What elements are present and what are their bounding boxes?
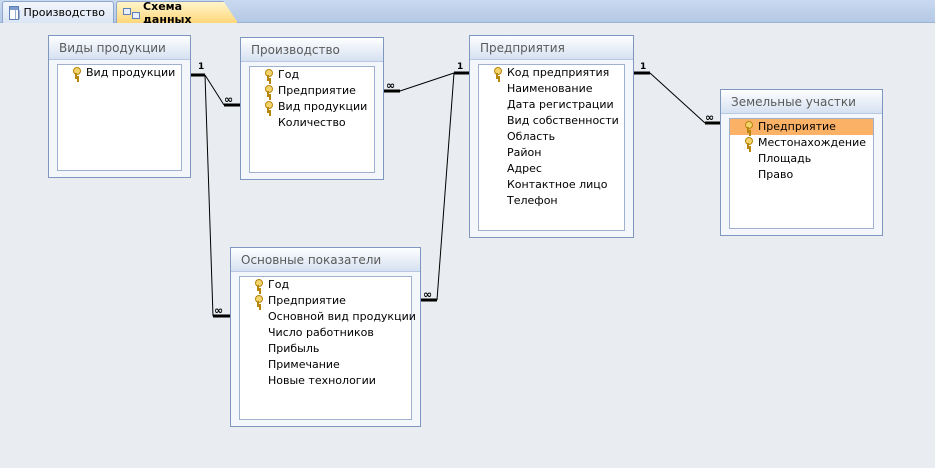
relationships-icon — [123, 6, 141, 20]
tab-schema[interactable]: Схема данных — [116, 1, 238, 23]
field-item[interactable]: Прибыль — [268, 342, 320, 355]
field-item[interactable]: Местонахождение — [730, 135, 873, 151]
primary-key-icon — [264, 101, 273, 113]
field-item[interactable]: Количество — [278, 116, 346, 129]
field-item[interactable]: Вид собственности — [507, 114, 619, 127]
field-item[interactable]: Предприятие — [250, 83, 374, 99]
field-item[interactable]: Новые технологии — [268, 374, 376, 387]
relationship-many-label: ∞ — [224, 93, 233, 106]
tab-label: Схема данных — [143, 0, 192, 26]
field-list[interactable]: Год Предприятие Основной вид продукции Ч… — [239, 276, 416, 420]
primary-key-icon — [254, 295, 263, 307]
table-osnovnye-pokazateli[interactable]: Основные показатели Год Предприятие Осно… — [230, 247, 421, 427]
field-item[interactable]: Основной вид продукции — [268, 310, 416, 323]
relationship-one-label: 1 — [457, 62, 464, 72]
relationship-many-label: ∞ — [705, 111, 714, 124]
primary-key-icon — [264, 85, 273, 97]
relationships-canvas[interactable]: 1 ∞ ∞ 1 ∞ ∞ 1 ∞ Виды продукции Вид проду… — [0, 23, 935, 468]
table-proizvodstvo[interactable]: Производство Год Предприятие Вид продукц… — [240, 37, 384, 180]
table-title[interactable]: Земельные участки — [721, 90, 882, 114]
field-item[interactable]: Код предприятия — [479, 65, 624, 81]
document-tab-bar: Производство Схема данных — [0, 0, 935, 23]
tab-label: Производство — [23, 6, 105, 19]
field-item[interactable]: Право — [758, 168, 794, 181]
primary-key-icon — [254, 279, 263, 291]
field-item[interactable]: Область — [507, 130, 556, 143]
relationship-many-label: ∞ — [386, 79, 395, 92]
field-item[interactable]: Число работников — [268, 326, 374, 339]
primary-key-icon — [744, 121, 753, 133]
field-list[interactable]: Код предприятия Наименование Дата регист… — [478, 64, 625, 231]
relationship-one-label: 1 — [198, 62, 205, 72]
field-item[interactable]: Площадь — [758, 152, 812, 165]
primary-key-icon — [744, 137, 753, 149]
field-item[interactable]: Примечание — [268, 358, 340, 371]
relationship-line — [436, 72, 455, 301]
relationship-line — [204, 74, 214, 317]
primary-key-icon — [493, 67, 502, 79]
relationship-line — [649, 72, 706, 124]
relationship-many-label: ∞ — [214, 304, 223, 317]
field-item[interactable]: Наименование — [507, 82, 593, 95]
field-item[interactable]: Телефон — [507, 194, 558, 207]
field-item[interactable]: Предприятие — [240, 293, 411, 309]
field-list[interactable]: Вид продукции — [57, 64, 182, 171]
table-icon — [9, 5, 19, 20]
field-item-selected[interactable]: Предприятие — [730, 119, 873, 135]
field-item[interactable]: Год — [240, 277, 411, 293]
primary-key-icon — [264, 69, 273, 81]
table-vidy-produkcii[interactable]: Виды продукции Вид продукции — [48, 35, 191, 178]
field-item[interactable]: Контактное лицо — [507, 178, 608, 191]
primary-key-icon — [72, 67, 81, 79]
field-item[interactable]: Дата регистрации — [507, 98, 614, 111]
field-list[interactable]: Год Предприятие Вид продукции Количество — [249, 66, 375, 173]
field-item[interactable]: Год — [250, 67, 374, 83]
table-title[interactable]: Виды продукции — [49, 36, 190, 60]
relationship-lines — [190, 71, 720, 318]
table-predpriyatiya[interactable]: Предприятия Код предприятия Наименование… — [469, 35, 634, 238]
relationship-line — [399, 72, 455, 92]
field-item[interactable]: Район — [507, 146, 542, 159]
field-list[interactable]: Предприятие Местонахождение Площадь Прав… — [729, 118, 874, 229]
relationship-one-label: 1 — [640, 62, 647, 72]
table-title[interactable]: Производство — [241, 38, 383, 62]
relationship-many-label: ∞ — [423, 288, 432, 301]
tab-proizvodstvo[interactable]: Производство — [2, 1, 114, 23]
relationship-line — [204, 74, 225, 106]
table-title[interactable]: Основные показатели — [231, 248, 420, 272]
table-title[interactable]: Предприятия — [470, 36, 633, 60]
field-item[interactable]: Адрес — [507, 162, 542, 175]
field-item[interactable]: Вид продукции — [58, 65, 181, 81]
table-zemelnye-uchastki[interactable]: Земельные участки Предприятие Местонахож… — [720, 89, 883, 236]
field-item[interactable]: Вид продукции — [250, 99, 374, 115]
